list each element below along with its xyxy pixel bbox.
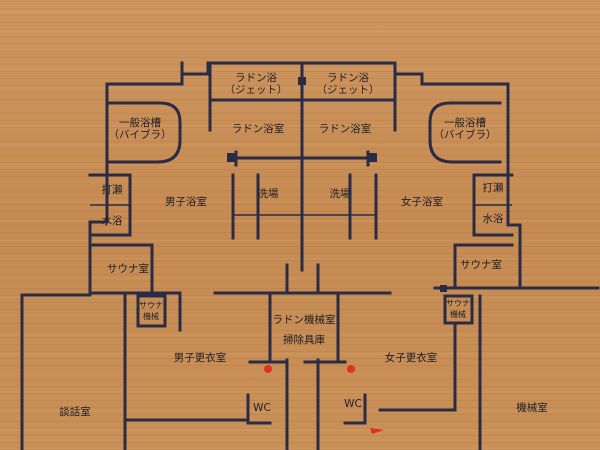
label-cleaning-storage: 掃除具庫 bbox=[283, 333, 325, 346]
wall-right-changing bbox=[378, 321, 457, 412]
wall-right-outer bbox=[420, 82, 600, 290]
label-radon-jet-left: ラドン浴 bbox=[235, 72, 277, 84]
label-radon-jet-right: ラドン浴 bbox=[327, 72, 369, 84]
label-general-tub-left-sub: （バイブラ） bbox=[109, 128, 172, 141]
wall-left-outer bbox=[20, 72, 184, 450]
label-sauna-machine-left: サウナ bbox=[139, 301, 163, 310]
label-sauna-machine-right: サウナ bbox=[446, 299, 470, 308]
marker-dot bbox=[264, 365, 272, 373]
label-machine-room: 機械室 bbox=[516, 401, 548, 414]
label-sauna-machine-left-sub: 機械 bbox=[143, 311, 159, 321]
label-radon-jet-right-sub: （ジェット） bbox=[317, 84, 380, 96]
wall-wc-right bbox=[303, 360, 367, 425]
label-washroom-right: 洗場 bbox=[330, 187, 351, 200]
column bbox=[227, 153, 236, 162]
label-women-bath: 女子浴室 bbox=[401, 195, 443, 208]
column bbox=[298, 77, 306, 85]
wall-center-bottom bbox=[285, 358, 320, 450]
wall-wash-sides-right bbox=[348, 173, 378, 240]
label-general-tub-left: 一般浴槽 bbox=[119, 116, 161, 129]
wall-sauna-machine-right bbox=[443, 294, 474, 325]
column-blocks bbox=[227, 77, 447, 292]
label-water-bath-left: 水浴 bbox=[102, 215, 123, 227]
column bbox=[440, 285, 447, 292]
wall-sauna-right bbox=[453, 243, 514, 290]
labels: ラドン浴 （ジェット） ラドン浴 （ジェット） ラドン浴室 ラドン浴室 一般浴槽… bbox=[59, 72, 548, 418]
walls bbox=[20, 61, 600, 450]
label-washroom-left: 洗場 bbox=[258, 187, 279, 200]
label-wc-left: WC bbox=[253, 402, 271, 414]
label-general-tub-right-sub: （バイブラ） bbox=[434, 128, 497, 141]
label-shower-left: 打瀬 bbox=[102, 183, 123, 196]
column bbox=[368, 153, 377, 162]
marker-dot bbox=[347, 365, 355, 373]
wall-wash-sides-left bbox=[231, 173, 260, 240]
label-general-tub-right: 一般浴槽 bbox=[444, 116, 486, 129]
wall-sauna-machine-left bbox=[136, 294, 167, 328]
label-sauna-right: サウナ室 bbox=[460, 258, 502, 271]
wall-tub-left bbox=[105, 101, 182, 164]
label-radon-machine-room: ラドン機械室 bbox=[273, 313, 336, 326]
marker-arrow bbox=[370, 428, 384, 434]
label-sauna-left: サウナ室 bbox=[107, 262, 149, 275]
label-women-changing: 女子更衣室 bbox=[385, 351, 438, 364]
label-sauna-machine-right-sub: 機械 bbox=[450, 309, 466, 319]
label-water-bath-right: 水浴 bbox=[483, 213, 504, 225]
label-radon-jet-left-sub: （ジェット） bbox=[225, 84, 288, 96]
label-men-bath: 男子浴室 bbox=[165, 195, 207, 208]
wall-sauna-left bbox=[88, 243, 154, 292]
label-shower-right: 打瀬 bbox=[483, 181, 504, 194]
wall-center-lower bbox=[285, 263, 320, 292]
label-radon-room-left: ラドン浴室 bbox=[232, 122, 285, 135]
label-men-changing: 男子更衣室 bbox=[174, 351, 227, 364]
wall-wc-left bbox=[246, 360, 287, 425]
wall-radon-machine bbox=[268, 291, 340, 362]
label-lounge: 談話室 bbox=[59, 405, 91, 418]
label-wc-right: WC bbox=[344, 398, 362, 410]
label-radon-room-right: ラドン浴室 bbox=[319, 122, 372, 135]
wall-tub-right bbox=[428, 101, 502, 164]
